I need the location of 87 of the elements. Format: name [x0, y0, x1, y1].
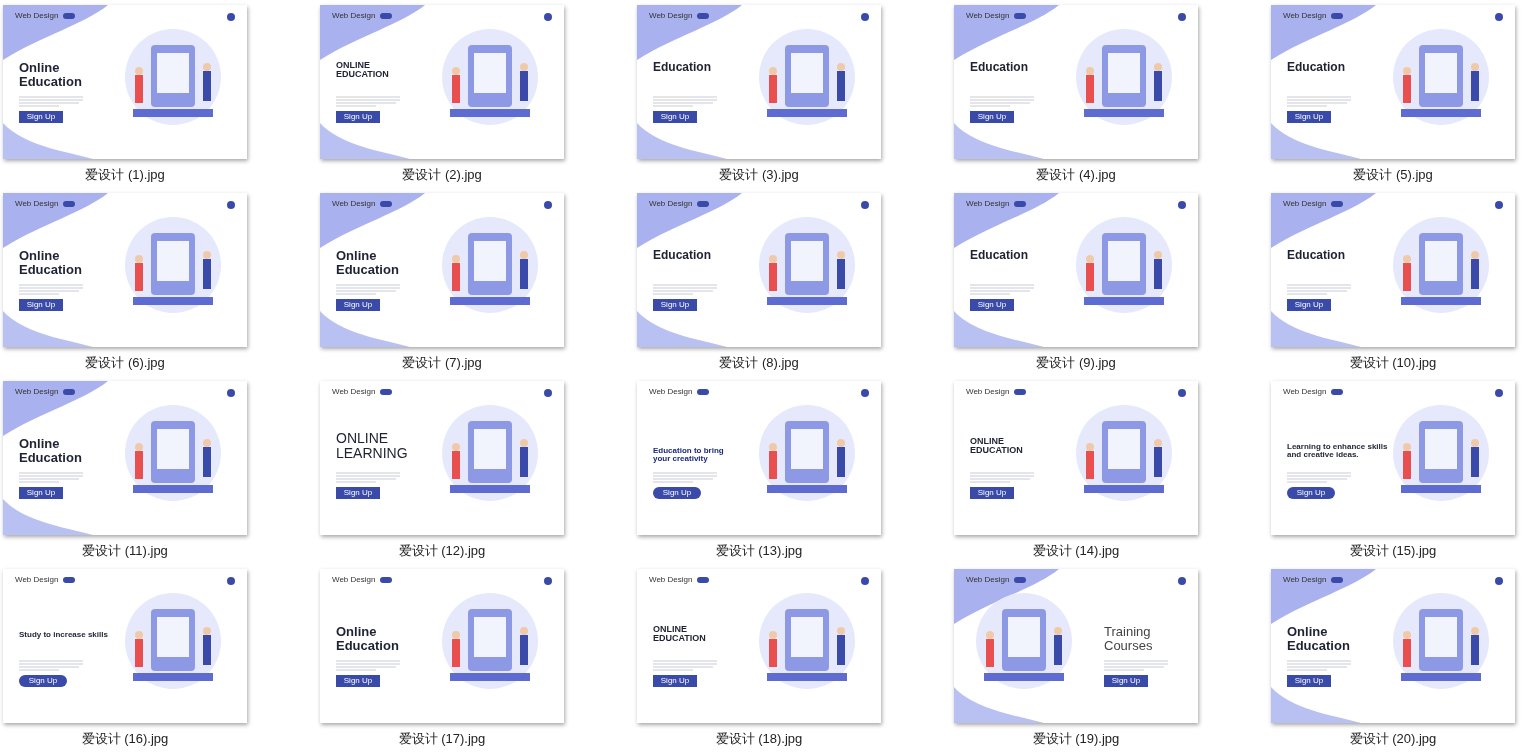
page-thumbnail	[637, 569, 881, 723]
sign-up-button: Sign Up	[970, 487, 1014, 499]
headline: Education	[1287, 249, 1346, 262]
headline: Online Education	[336, 249, 400, 277]
sign-up-button: Sign Up	[336, 487, 380, 499]
site-name: Web Design	[15, 199, 59, 208]
site-name: Web Design	[1283, 11, 1327, 20]
site-name: Web Design	[1283, 387, 1327, 396]
sign-up-button: Sign Up	[336, 111, 380, 123]
file-name-caption: 爱设计 (2).jpg	[401, 166, 483, 184]
page-thumbnail	[637, 381, 881, 535]
sign-up-button: Sign Up	[336, 299, 380, 311]
site-name: Web Design	[332, 575, 376, 584]
file-name-caption: 爱设计 (11).jpg	[81, 542, 169, 560]
page-thumbnail	[954, 381, 1198, 535]
sign-up-button: Sign Up	[970, 299, 1014, 311]
page-thumbnail	[320, 381, 564, 535]
sign-up-button: Sign Up	[1287, 299, 1331, 311]
site-name: Web Design	[332, 199, 376, 208]
file-name-caption: 爱设计 (12).jpg	[397, 542, 487, 560]
headline: Education	[1287, 61, 1346, 74]
headline: Education to bring your creativity	[653, 447, 725, 464]
headline: ONLINE LEARNING	[336, 431, 409, 461]
site-name: Web Design	[966, 11, 1010, 20]
headline: Training Courses	[1104, 625, 1154, 653]
site-name: Web Design	[649, 199, 693, 208]
site-name: Web Design	[649, 387, 693, 396]
headline: Study to increase skills	[19, 631, 109, 640]
sign-up-button: Sign Up	[1287, 487, 1335, 499]
site-name: Web Design	[649, 575, 693, 584]
file-name-caption: 爱设计 (7).jpg	[401, 354, 483, 372]
site-name: Web Design	[332, 387, 376, 396]
headline: ONLINE EDUCATION	[336, 61, 390, 80]
site-name: Web Design	[966, 575, 1010, 584]
file-name-caption: 爱设计 (4).jpg	[1035, 166, 1117, 184]
site-name: Web Design	[966, 387, 1010, 396]
file-name-caption: 爱设计 (10).jpg	[1348, 354, 1438, 372]
headline: Education	[970, 249, 1029, 262]
headline: Online Education	[19, 437, 83, 465]
file-name-caption: 爱设计 (18).jpg	[714, 730, 804, 748]
sign-up-button: Sign Up	[1287, 111, 1331, 123]
page-thumbnail	[1271, 381, 1515, 535]
headline: Online Education	[1287, 625, 1351, 653]
site-name: Web Design	[649, 11, 693, 20]
headline: Online Education	[19, 61, 83, 89]
site-name: Web Design	[1283, 199, 1327, 208]
site-name: Web Design	[15, 575, 59, 584]
file-name-caption: 爱设计 (8).jpg	[718, 354, 800, 372]
site-name: Web Design	[332, 11, 376, 20]
file-name-caption: 爱设计 (16).jpg	[80, 730, 170, 748]
sign-up-button: Sign Up	[19, 487, 63, 499]
sign-up-button: Sign Up	[19, 111, 63, 123]
site-name: Web Design	[15, 11, 59, 20]
file-name-caption: 爱设计 (14).jpg	[1031, 542, 1121, 560]
sign-up-button: Sign Up	[19, 675, 67, 687]
headline: ONLINE EDUCATION	[970, 437, 1024, 456]
page-thumbnail	[320, 569, 564, 723]
sign-up-button: Sign Up	[653, 111, 697, 123]
headline: Learning to enhance skills and creative ideas.	[1287, 443, 1389, 460]
site-name: Web Design	[15, 387, 59, 396]
file-name-caption: 爱设计 (15).jpg	[1348, 542, 1438, 560]
file-name-caption: 爱设计 (13).jpg	[714, 542, 804, 560]
headline: Education	[653, 249, 712, 262]
headline: Online Education	[19, 249, 83, 277]
page-thumbnail	[3, 569, 247, 723]
file-name-caption: 爱设计 (20).jpg	[1348, 730, 1438, 748]
sign-up-button: Sign Up	[653, 299, 697, 311]
headline: Education	[970, 61, 1029, 74]
file-name-caption: 爱设计 (19).jpg	[1031, 730, 1121, 748]
headline: Education	[653, 61, 712, 74]
sign-up-button: Sign Up	[653, 675, 697, 687]
sign-up-button: Sign Up	[1104, 675, 1148, 687]
site-name: Web Design	[1283, 575, 1327, 584]
file-name-caption: 爱设计 (5).jpg	[1352, 166, 1434, 184]
headline: Online Education	[336, 625, 400, 653]
site-name: Web Design	[966, 199, 1010, 208]
file-name-caption: 爱设计 (1).jpg	[84, 166, 166, 184]
file-name-caption: 爱设计 (17).jpg	[397, 730, 487, 748]
file-name-caption: 爱设计 (9).jpg	[1035, 354, 1117, 372]
file-name-caption: 爱设计 (6).jpg	[84, 354, 166, 372]
headline: ONLINE EDUCATION	[653, 625, 707, 644]
file-name-caption: 爱设计 (3).jpg	[718, 166, 800, 184]
sign-up-button: Sign Up	[653, 487, 701, 499]
sign-up-button: Sign Up	[336, 675, 380, 687]
sign-up-button: Sign Up	[1287, 675, 1331, 687]
sign-up-button: Sign Up	[970, 111, 1014, 123]
sign-up-button: Sign Up	[19, 299, 63, 311]
